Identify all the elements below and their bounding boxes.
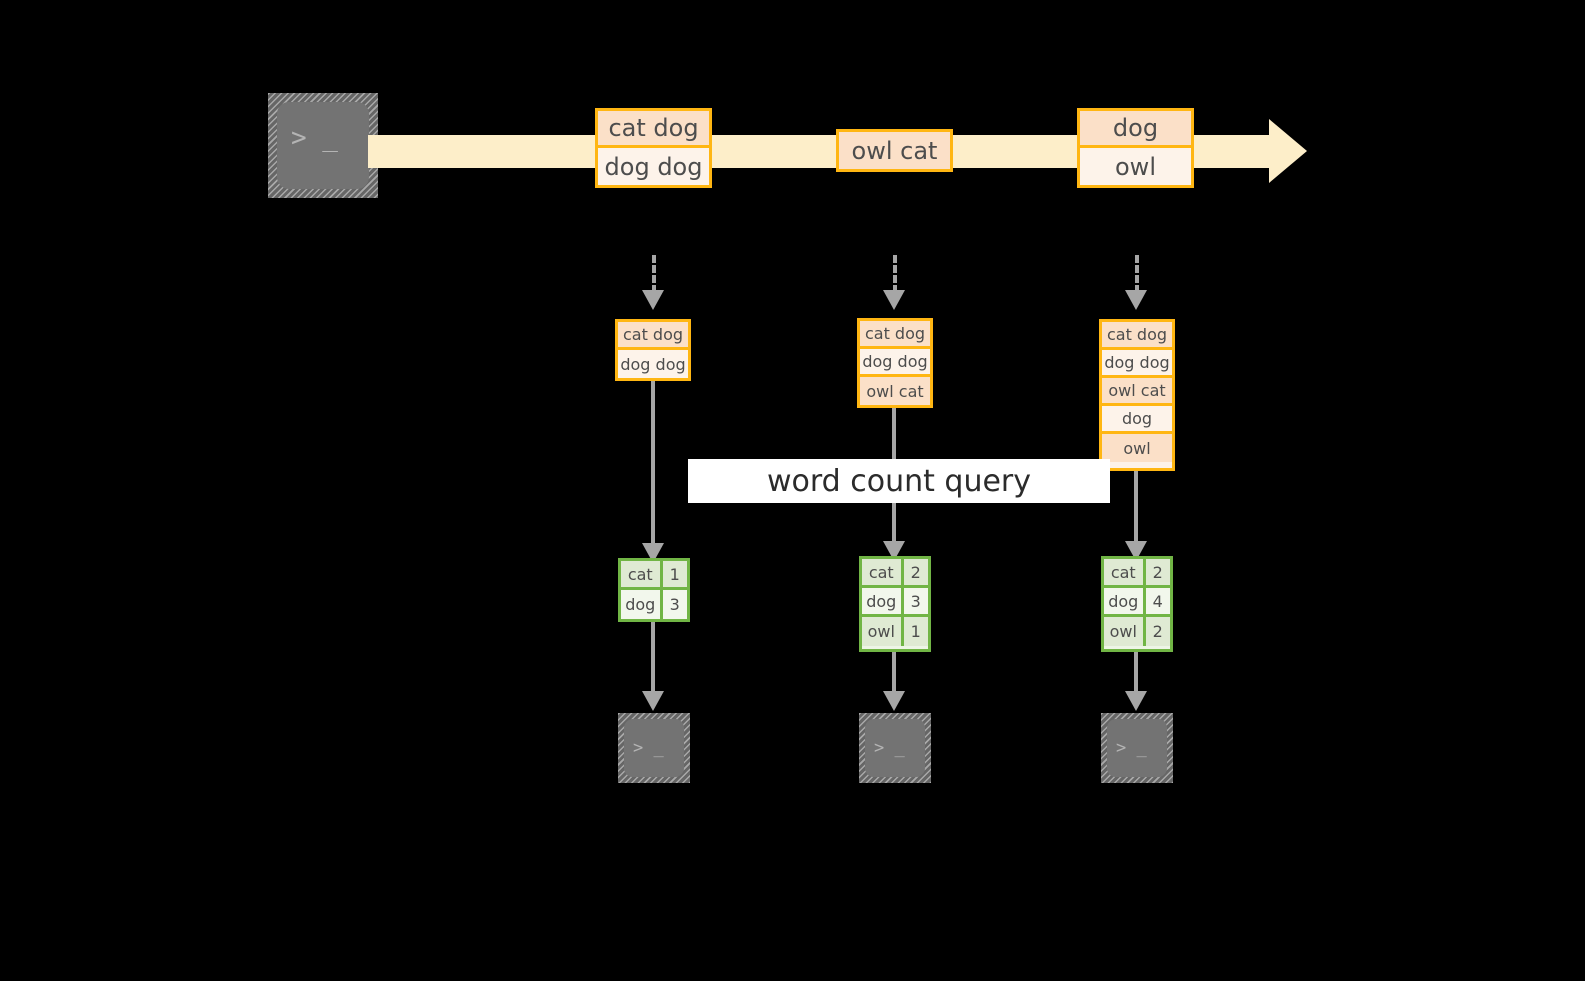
stream-batch-row: owl cat [839, 132, 950, 169]
stream-batch-1: cat dog dog dog [595, 108, 712, 188]
result-word: dog [862, 588, 904, 614]
terminal-screen [865, 719, 925, 777]
output-line-3 [1134, 652, 1138, 694]
result-row: dog 3 [862, 588, 928, 617]
snapshot-3-consumer-terminal-icon: > _ [1101, 713, 1173, 783]
result-count: 1 [662, 561, 687, 587]
result-row: cat 2 [1104, 559, 1170, 588]
input-row: dog [1102, 406, 1172, 434]
result-word: dog [1104, 588, 1146, 614]
result-word: owl [1104, 617, 1146, 646]
stream-tap-arrowhead-2 [883, 290, 905, 310]
result-row: cat 2 [862, 559, 928, 588]
terminal-prompt-glyph: > _ [1116, 738, 1147, 758]
snapshot-2-input-table: cat dog dog dog owl cat [857, 318, 933, 408]
snapshot-1-consumer-terminal-icon: > _ [618, 713, 690, 783]
result-count: 1 [903, 617, 928, 646]
terminal-screen [277, 102, 369, 189]
result-word: cat [621, 561, 663, 587]
snapshot-2-result-table: cat 2 dog 3 owl 1 [859, 556, 931, 652]
input-row: owl cat [860, 377, 930, 405]
output-arrowhead-1 [642, 691, 664, 711]
result-word: cat [862, 559, 904, 585]
snapshot-3-result-table: cat 2 dog 4 owl 2 [1101, 556, 1173, 652]
result-count: 3 [903, 588, 928, 614]
stream-tap-arrowhead-3 [1125, 290, 1147, 310]
stream-tap-line-2 [893, 255, 897, 293]
result-row: owl 2 [1104, 617, 1170, 646]
stream-batch-row: owl [1080, 148, 1191, 185]
snapshot-2-consumer-terminal-icon: > _ [859, 713, 931, 783]
input-row: cat dog [1102, 322, 1172, 350]
snapshot-1-result-table: cat 1 dog 3 [618, 558, 690, 622]
terminal-prompt-glyph: > _ [874, 738, 905, 758]
stream-tap-arrowhead-1 [642, 290, 664, 310]
terminal-prompt-glyph: > _ [633, 738, 664, 758]
stream-batch-2: owl cat [836, 129, 953, 172]
result-word: owl [862, 617, 904, 646]
result-count: 2 [903, 559, 928, 585]
query-label-text: word count query [766, 463, 1032, 499]
terminal-prompt-glyph: > _ [291, 123, 338, 153]
snapshot-1-input-table: cat dog dog dog [615, 319, 691, 381]
arrow-right-icon [1269, 119, 1307, 183]
producer-terminal-icon: > _ [268, 93, 378, 198]
stream-batch-row: cat dog [598, 111, 709, 148]
input-row: cat dog [860, 321, 930, 349]
input-row: dog dog [618, 350, 688, 378]
stream-batch-row: dog [1080, 111, 1191, 148]
terminal-screen [1107, 719, 1167, 777]
result-row: cat 1 [621, 561, 687, 590]
terminal-screen [624, 719, 684, 777]
query-line-3 [1134, 471, 1138, 544]
result-word: dog [621, 590, 663, 619]
result-count: 2 [1145, 559, 1170, 585]
output-arrowhead-3 [1125, 691, 1147, 711]
result-count: 4 [1145, 588, 1170, 614]
result-word: cat [1104, 559, 1146, 585]
result-row: dog 3 [621, 590, 687, 619]
stream-tap-line-3 [1135, 255, 1139, 293]
stream-tap-line-1 [652, 255, 656, 293]
output-line-1 [651, 622, 655, 694]
snapshot-3-input-table: cat dog dog dog owl cat dog owl [1099, 319, 1175, 471]
input-row: dog dog [1102, 350, 1172, 378]
result-row: owl 1 [862, 617, 928, 646]
input-row: owl cat [1102, 378, 1172, 406]
stream-batch-row: dog dog [598, 148, 709, 185]
result-count: 3 [662, 590, 687, 619]
input-row: dog dog [860, 349, 930, 377]
input-row: cat dog [618, 322, 688, 350]
query-line-1 [651, 381, 655, 546]
result-count: 2 [1145, 617, 1170, 646]
output-line-2 [892, 652, 896, 694]
stream-batch-3: dog owl [1077, 108, 1194, 188]
query-label: word count query [688, 459, 1110, 503]
result-row: dog 4 [1104, 588, 1170, 617]
input-row: owl [1102, 434, 1172, 462]
output-arrowhead-2 [883, 691, 905, 711]
